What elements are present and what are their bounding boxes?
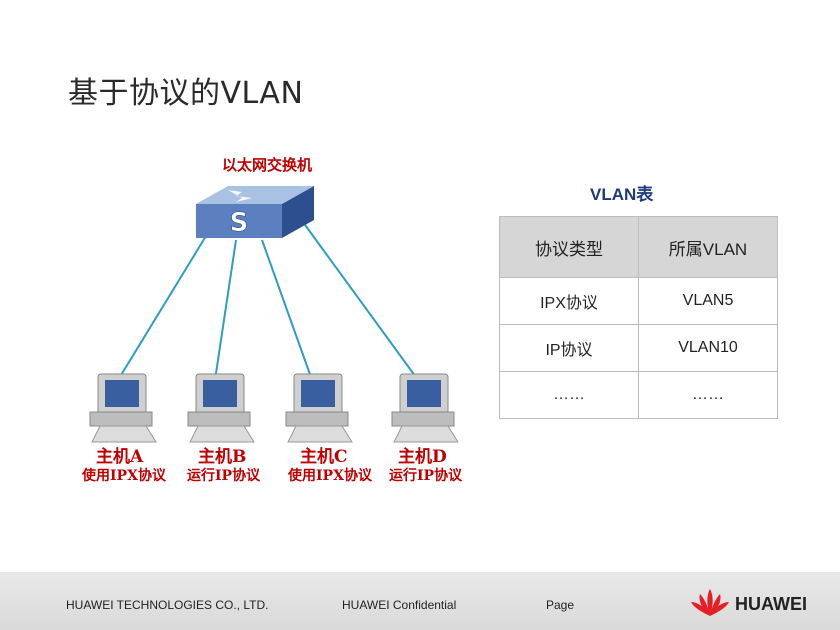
table-row: IP协议 VLAN10	[499, 324, 778, 372]
computer-icon-d	[391, 373, 459, 443]
cell-protocol: IPX协议	[499, 277, 639, 325]
host-d-protocol: 运行IP协议	[389, 468, 463, 484]
footer-confidential: HUAWEI Confidential	[342, 598, 457, 612]
computer-icon-a	[89, 373, 157, 443]
link-host-b	[214, 239, 237, 381]
header-protocol-type: 协议类型	[499, 216, 639, 278]
header-vlan: 所属VLAN	[638, 216, 778, 278]
connection-lines	[117, 217, 419, 381]
host-c-name: 主机C	[300, 447, 348, 467]
host-b-name: 主机B	[198, 447, 247, 467]
vlan-table-header-row: 协议类型 所属VLAN	[499, 216, 778, 278]
host-b-protocol: 运行IP协议	[187, 468, 261, 484]
vlan-table-title: VLAN表	[590, 185, 654, 204]
computer-icon-b	[187, 373, 255, 443]
footer-page-label: Page	[546, 598, 575, 612]
switch-icon: S	[196, 186, 314, 238]
footer-company: HUAWEI TECHNOLOGIES CO., LTD.	[66, 598, 269, 612]
cell-vlan: ……	[638, 371, 778, 419]
switch-glyph: S	[230, 208, 249, 238]
cell-protocol: ……	[499, 371, 639, 419]
host-d-name: 主机D	[398, 447, 447, 467]
cell-protocol: IP协议	[499, 324, 639, 372]
cell-vlan: VLAN5	[638, 277, 778, 325]
link-host-a	[117, 235, 207, 381]
table-row: IPX协议 VLAN5	[499, 277, 778, 325]
computer-icon-c	[285, 373, 353, 443]
huawei-logo-icon	[691, 589, 729, 616]
switch-label: 以太网交换机	[222, 156, 313, 174]
link-host-c	[261, 239, 313, 381]
cell-vlan: VLAN10	[638, 324, 778, 372]
host-c-protocol: 使用IPX协议	[288, 468, 372, 484]
slide-title: 基于协议的VLAN	[68, 76, 304, 111]
host-a-protocol: 使用IPX协议	[82, 468, 166, 484]
huawei-brand-text: HUAWEI	[735, 594, 807, 614]
vlan-table: 协议类型 所属VLAN IPX协议 VLAN5 IP协议 VLAN10 …… ……	[499, 216, 778, 419]
table-row: …… ……	[499, 371, 778, 419]
link-host-d	[299, 217, 419, 381]
host-a-name: 主机A	[96, 447, 144, 467]
